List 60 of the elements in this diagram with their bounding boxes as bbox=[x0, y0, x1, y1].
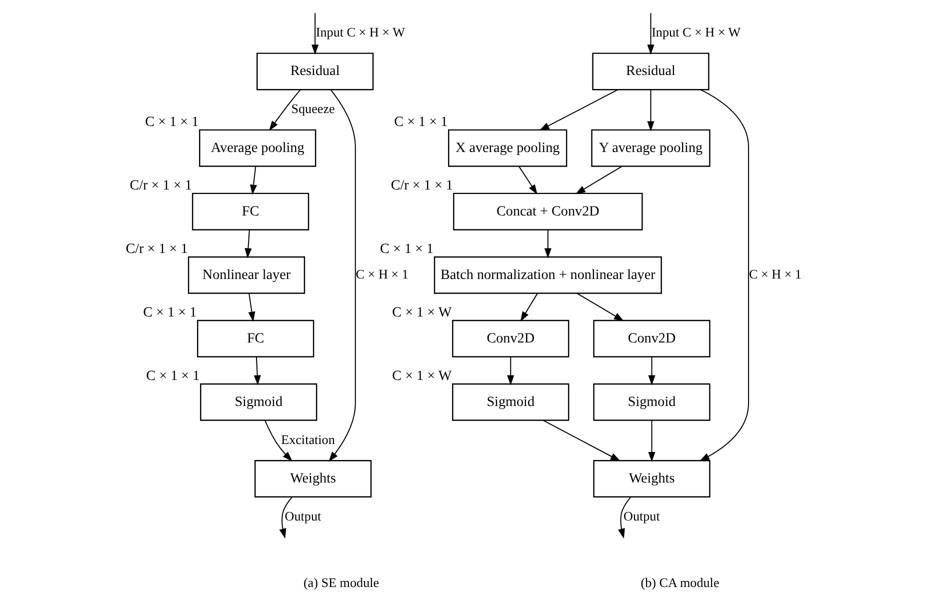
node-label: C × 1 × 1 bbox=[143, 304, 197, 321]
edge-label: C × H × 1 bbox=[356, 266, 408, 282]
arrow bbox=[269, 90, 301, 131]
node-box: Y average pooling bbox=[591, 129, 710, 167]
arrow bbox=[544, 230, 552, 258]
node-box: Conv2D bbox=[593, 320, 710, 358]
node-box: Nonlinear layer bbox=[188, 256, 306, 294]
node-label: C × 1 × W bbox=[392, 368, 452, 384]
node-box: X average pooling bbox=[448, 129, 568, 167]
node-box: Sigmoid bbox=[200, 383, 318, 421]
node-label: C × 1 × 1 bbox=[146, 368, 200, 384]
arrow bbox=[264, 420, 292, 462]
edge-label: Input C × H × W bbox=[316, 24, 405, 40]
edge-label: Output bbox=[623, 508, 660, 524]
node-box: Residual bbox=[256, 52, 374, 90]
arrow bbox=[244, 230, 252, 258]
node-box: Residual bbox=[592, 52, 710, 90]
arrow bbox=[543, 420, 621, 462]
node-label: C × 1 × W bbox=[392, 304, 452, 321]
node-box: FC bbox=[197, 320, 314, 358]
edge-label: Excitation bbox=[281, 432, 335, 447]
node-box: Conv2D bbox=[452, 320, 570, 358]
node-box: Weights bbox=[254, 460, 372, 498]
arrow bbox=[507, 357, 514, 386]
node-label: C × 1 × 1 bbox=[380, 241, 434, 258]
edge-label: Input C × H × W bbox=[652, 24, 741, 40]
node-box: Concat + Conv2D bbox=[453, 192, 643, 230]
arrow bbox=[539, 89, 618, 131]
node-label: C × 1 × 1 bbox=[394, 114, 448, 130]
arrow bbox=[618, 496, 632, 539]
arrow bbox=[648, 420, 656, 462]
node-box: Sigmoid bbox=[593, 383, 710, 421]
arrow bbox=[518, 166, 538, 195]
arrow bbox=[279, 496, 293, 539]
node-label: C × 1 × 1 bbox=[145, 114, 199, 130]
edge-label: Squeeze bbox=[291, 101, 335, 116]
node-box: Batch normalization + nonlinear layer bbox=[434, 256, 662, 294]
node-box: Weights bbox=[593, 460, 710, 498]
edge-label: C × H × 1 bbox=[748, 266, 802, 282]
edge-label: Output bbox=[284, 508, 322, 524]
arrow bbox=[250, 166, 257, 195]
arrow bbox=[328, 89, 356, 462]
arrow bbox=[576, 292, 624, 322]
arrow bbox=[254, 357, 261, 386]
node-box: Sigmoid bbox=[452, 383, 570, 421]
label: (a) SE module bbox=[303, 575, 380, 590]
node-label: C/r × 1 × 1 bbox=[126, 241, 188, 258]
arrow bbox=[647, 90, 654, 132]
node-box: FC bbox=[192, 192, 310, 230]
node-label: C/r × 1 × 1 bbox=[130, 178, 192, 194]
arrow bbox=[520, 293, 538, 322]
arrow bbox=[648, 357, 656, 386]
arrow bbox=[312, 13, 319, 55]
node-label: C/r × 1 × 1 bbox=[390, 178, 453, 194]
label: (b) CA module bbox=[640, 575, 720, 590]
node-box: Average pooling bbox=[199, 129, 316, 167]
arrow bbox=[248, 294, 256, 322]
arrow bbox=[647, 13, 654, 55]
arrow bbox=[575, 166, 622, 194]
arrow bbox=[699, 89, 750, 462]
